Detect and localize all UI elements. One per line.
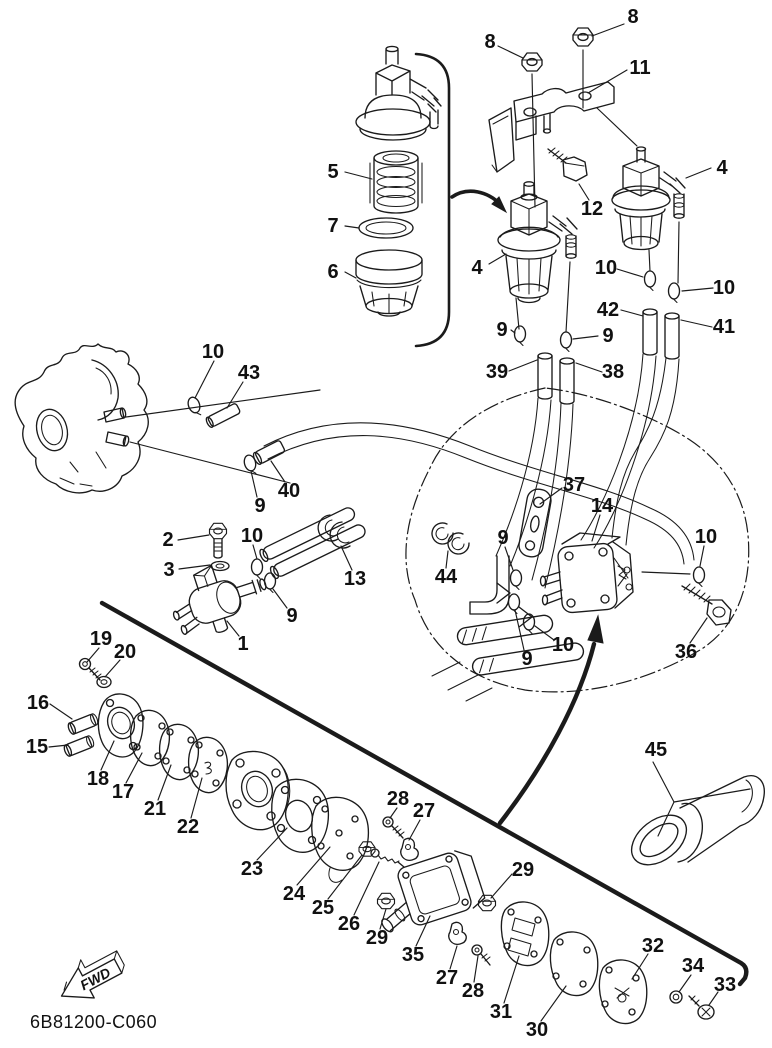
lever-27-top bbox=[400, 837, 419, 861]
bolt-12 bbox=[547, 147, 588, 182]
diaphragm-17 bbox=[129, 709, 171, 767]
washer-3 bbox=[210, 560, 230, 572]
fuel-pump-4-right bbox=[611, 146, 686, 284]
screw-33 bbox=[688, 995, 715, 1020]
clamp-44 bbox=[431, 522, 454, 545]
engine-block bbox=[14, 343, 321, 494]
straight-pipe bbox=[456, 614, 554, 646]
pipe-39 bbox=[537, 352, 553, 400]
carburetor-exploded-group bbox=[63, 657, 715, 1025]
plate-37 bbox=[518, 488, 552, 558]
clip-10 bbox=[643, 270, 657, 292]
gasket-23 bbox=[271, 778, 329, 853]
clip-9 bbox=[509, 569, 523, 591]
balloon-detail bbox=[405, 387, 750, 826]
washer-20 bbox=[96, 675, 112, 689]
hose-42 bbox=[580, 353, 657, 549]
hose-40 bbox=[263, 422, 695, 565]
divider-line bbox=[99, 600, 749, 987]
routing-parts bbox=[185, 394, 706, 588]
filter-cup bbox=[355, 249, 423, 317]
clamp-13 bbox=[317, 514, 351, 549]
fuel-pump-14 bbox=[539, 532, 691, 614]
washer-34 bbox=[669, 990, 683, 1004]
diaphragm-24 bbox=[311, 796, 369, 883]
pipe-43 bbox=[205, 403, 241, 428]
grouping-brace bbox=[414, 52, 451, 348]
pipe-42 bbox=[642, 308, 658, 356]
nut-29-right bbox=[477, 894, 497, 912]
flange-18 bbox=[97, 693, 144, 758]
nut-29-left bbox=[376, 892, 396, 910]
cover-32 bbox=[598, 959, 648, 1025]
fuel-pump-4-left bbox=[497, 181, 578, 333]
lever-27-bottom bbox=[448, 921, 467, 945]
fuel-filter-exploded-group bbox=[355, 45, 508, 348]
screw-28-top bbox=[382, 816, 405, 839]
gasket-31 bbox=[500, 901, 550, 967]
o-ring bbox=[358, 217, 414, 239]
clamp-44 bbox=[447, 532, 470, 555]
nut-8-right bbox=[572, 27, 594, 47]
hose-38 bbox=[531, 402, 574, 589]
screw-19 bbox=[78, 657, 102, 681]
balloon-outline bbox=[405, 387, 750, 693]
straight-pipe bbox=[471, 642, 585, 676]
carburetor-body bbox=[225, 750, 291, 831]
screw-28-bottom bbox=[471, 944, 491, 966]
clip-10 bbox=[250, 558, 264, 580]
leader-lines bbox=[48, 23, 719, 1022]
bolt-2 bbox=[208, 522, 228, 559]
gasket-21 bbox=[158, 723, 200, 781]
filter-element bbox=[369, 150, 423, 214]
clip-9 bbox=[559, 331, 573, 353]
pipe-38 bbox=[559, 357, 575, 405]
hose-41 bbox=[611, 357, 680, 546]
collar-15 bbox=[63, 735, 95, 757]
collar-16 bbox=[67, 713, 99, 735]
clips-and-tubes bbox=[495, 270, 681, 589]
clip-10 bbox=[667, 282, 681, 304]
spring-screw-26 bbox=[370, 848, 405, 868]
mount-hardware bbox=[488, 27, 638, 208]
bracket bbox=[488, 81, 638, 173]
clip-9 bbox=[513, 325, 527, 347]
fuel-cock-group bbox=[172, 522, 277, 635]
diaphragm-22 bbox=[187, 736, 229, 794]
nut-8-left bbox=[521, 52, 543, 72]
hose-39 bbox=[495, 397, 552, 567]
clip-10 bbox=[692, 566, 706, 588]
silencer-45 bbox=[630, 761, 765, 866]
fuel-cock-1 bbox=[172, 564, 267, 635]
filter-cap bbox=[355, 45, 442, 141]
elbow-pipe bbox=[469, 555, 510, 615]
part-code: 6B81200-C060 bbox=[30, 1012, 158, 1032]
bolt-36 bbox=[681, 583, 732, 626]
pipe-41 bbox=[664, 312, 680, 360]
clip-9 bbox=[507, 593, 521, 615]
pipe-group-13 bbox=[259, 507, 366, 580]
fwd-arrow: FWD bbox=[60, 950, 125, 999]
diaphragm-30 bbox=[549, 931, 599, 997]
